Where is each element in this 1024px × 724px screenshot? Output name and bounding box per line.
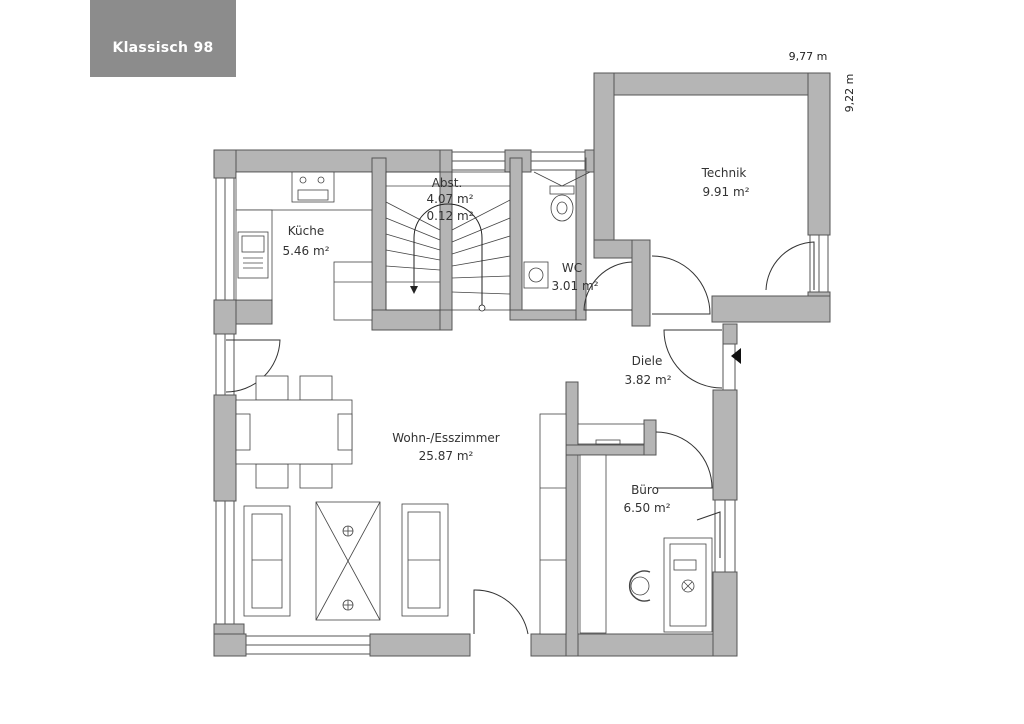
room-area-wohnen: 25.87 m² (419, 449, 474, 463)
room-area-diele: 3.82 m² (624, 373, 671, 387)
dimension-depth: 9,22 m (843, 74, 856, 113)
room-area-abst-2: 0.12 m² (426, 209, 473, 223)
room-area-kueche: 5.46 m² (282, 244, 329, 258)
plan-title-box: Klassisch 98 (90, 0, 236, 77)
room-name-diele: Diele (632, 354, 663, 368)
dimension-width: 9,77 m (789, 50, 828, 63)
plan-title: Klassisch 98 (112, 40, 214, 56)
room-area-abst-1: 4.07 m² (426, 192, 473, 206)
kitchen-fittings (235, 171, 373, 321)
room-area-technik: 9.91 m² (702, 185, 749, 199)
room-name-kueche: Küche (288, 224, 324, 238)
living-furniture (243, 501, 449, 621)
walls (213, 72, 831, 657)
room-labels: Küche 5.46 m² Abst. 4.07 m² 0.12 m² WC 3… (282, 166, 749, 515)
storage-units (539, 413, 645, 635)
wc-fixtures (523, 171, 591, 289)
entrance-arrow-icon (731, 348, 741, 364)
room-area-wc: 3.01 m² (551, 279, 598, 293)
dining-set (235, 375, 353, 489)
room-name-buero: Büro (631, 483, 659, 497)
room-area-buero: 6.50 m² (623, 501, 670, 515)
staircase (385, 171, 511, 312)
room-name-technik: Technik (701, 166, 747, 180)
office-desk (628, 537, 713, 633)
room-name-wohnen: Wohn-/Esszimmer (392, 431, 500, 445)
room-name-wc: WC (562, 261, 582, 275)
room-name-abst: Abst. (432, 176, 463, 190)
